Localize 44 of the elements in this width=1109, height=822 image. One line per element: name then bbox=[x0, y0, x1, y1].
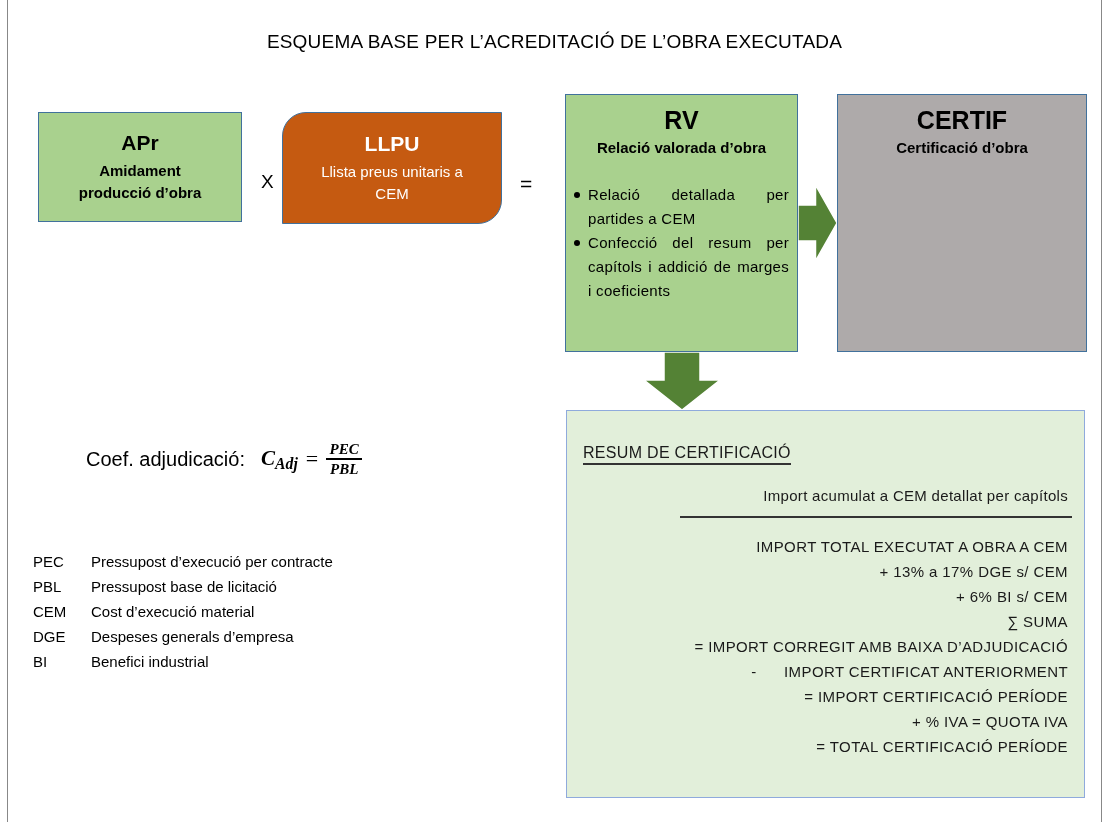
summary-line: = TOTAL CERTIFICACIÓ PERÍODE bbox=[816, 736, 1068, 757]
box-title: CERTIF bbox=[916, 107, 1008, 133]
process-box bbox=[38, 112, 242, 222]
subtotal-heading: Import acumulat a CEM detallat per capítols bbox=[680, 485, 1072, 518]
fraction-numerator: PEC bbox=[329, 440, 359, 458]
summary-line: + 13% a 17% DGE s/ CEM bbox=[879, 561, 1068, 582]
box-title: APr bbox=[121, 130, 159, 156]
box-subtitle: Relació valorada d’obra bbox=[595, 138, 768, 158]
process-box bbox=[282, 112, 502, 224]
abbreviation-meaning: Cost d’execució material bbox=[91, 602, 256, 622]
summary-panel bbox=[566, 410, 1085, 798]
summary-line: IMPORT TOTAL EXECUTAT A OBRA A CEM bbox=[756, 536, 1068, 557]
abbreviation: PBL bbox=[33, 577, 63, 597]
summary-line: + % IVA = QUOTA IVA bbox=[912, 711, 1068, 732]
abbreviation-meaning: Benefici industrial bbox=[91, 652, 210, 672]
abbreviation-meaning: Pressupost d’execució per contracte bbox=[91, 552, 333, 572]
abbreviation: CEM bbox=[33, 602, 68, 622]
bullet-item: Relació detallada per partides a CEM bbox=[588, 185, 789, 229]
operator-symbol: X bbox=[261, 170, 274, 194]
abbreviation-meaning: Despeses generals d’empresa bbox=[91, 627, 295, 647]
abbreviation: BI bbox=[33, 652, 49, 672]
box-title: RV bbox=[664, 107, 699, 133]
box-subtitle: Llista preus unitaris a CEM bbox=[320, 162, 464, 204]
abbreviation: DGE bbox=[33, 627, 67, 647]
equals-sign: = bbox=[305, 445, 319, 474]
summary-line: = IMPORT CERTIFICACIÓ PERÍODE bbox=[804, 686, 1068, 707]
diagram-title: ESQUEMA BASE PER L’ACREDITACIÓ DE L’OBRA EXECUTADA bbox=[266, 30, 843, 54]
abbreviation-meaning: Pressupost base de licitació bbox=[91, 577, 278, 597]
box-title: LLPU bbox=[364, 131, 420, 157]
process-box bbox=[837, 94, 1087, 352]
box-subtitle: Amidament producció d’obra bbox=[77, 161, 203, 203]
formula-symbol: C$_{Adj}$ bbox=[261, 445, 298, 475]
summary-line: ∑ SUMA bbox=[1007, 611, 1068, 633]
section-heading: RESUM DE CERTIFICACIÓ bbox=[583, 443, 791, 465]
operator-symbol: = bbox=[520, 171, 533, 197]
process-box bbox=[565, 94, 798, 352]
formula-label: Coef. adjudicació: bbox=[86, 446, 245, 472]
abbreviation: PEC bbox=[33, 552, 65, 572]
bullet-item: Confecció del resum per capítols i addició de marges i coeficients bbox=[588, 233, 789, 301]
summary-line: = IMPORT CORREGIT AMB BAIXA D’ADJUDICACIÓ bbox=[694, 636, 1068, 657]
summary-line: - IMPORT CERTIFICAT ANTERIORMENT bbox=[751, 661, 1068, 682]
box-subtitle: Certificació d’obra bbox=[895, 138, 1029, 158]
fraction-denominator: PBL bbox=[330, 459, 359, 478]
summary-line: + 6% BI s/ CEM bbox=[956, 586, 1068, 607]
